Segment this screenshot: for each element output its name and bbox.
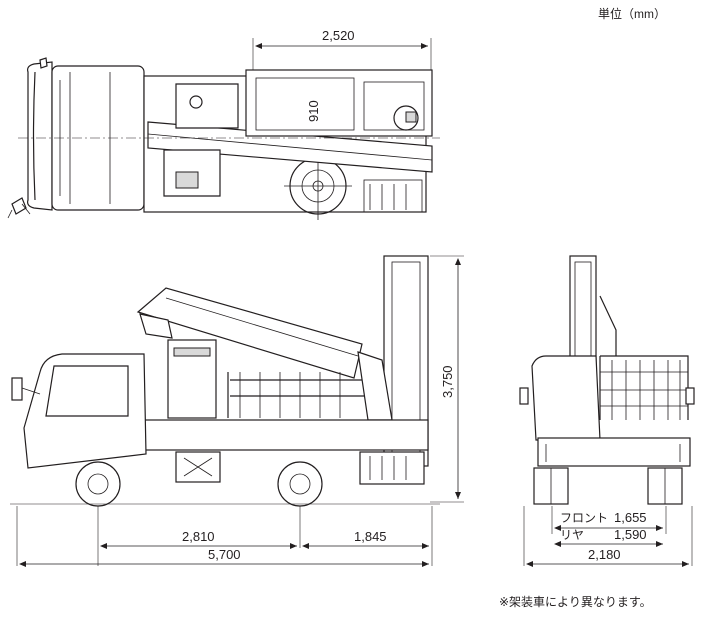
dim-boom-width: 2,520 [322,28,355,43]
dim-total-length: 5,700 [208,547,241,562]
dim-wheelbase: 2,810 [182,529,215,544]
footnote: ※架装車により異なります。 [499,595,652,609]
front-tread-value: 1,655 [614,510,647,525]
dim-total-width: 2,180 [588,547,621,562]
side-view: 3,750 2,810 [10,255,464,567]
dim-platform-length: 910 [306,100,321,122]
rear-tread-label: リヤ [560,528,584,542]
unit-label: 単位（mm） [598,7,666,21]
rear-view: フロント 1,655 リヤ 1,590 2,180 [519,255,695,567]
rear-tread-value: 1,590 [614,527,647,542]
dim-total-height: 3,750 [440,365,455,398]
front-tread-label: フロント [560,511,608,525]
top-view: 2,520 910 [7,28,440,220]
dim-rear-overhang: 1,845 [354,529,387,544]
